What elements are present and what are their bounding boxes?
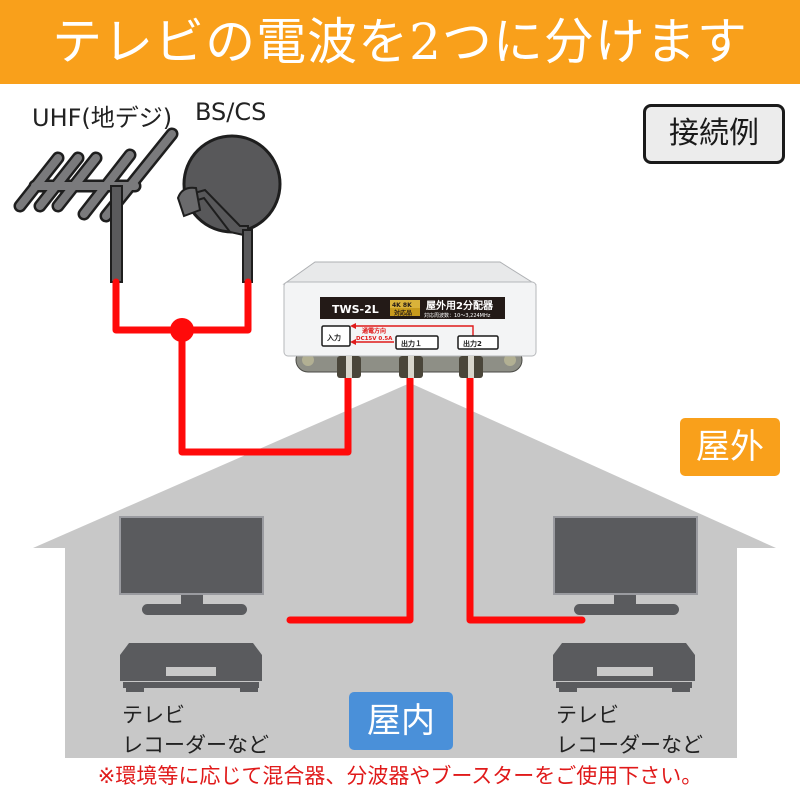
tv-right-icon: [553, 516, 698, 615]
title-banner: テレビの電波を2つに分けます: [0, 0, 800, 84]
banner-title: テレビの電波を2つに分けます: [52, 13, 748, 71]
device-label-left-line1: テレビ: [122, 703, 185, 727]
splitter-output1-label: 出力１: [401, 339, 422, 348]
splitter-input-label: 入力: [326, 333, 341, 342]
tv-left-icon: [119, 516, 264, 615]
usage-notice: ※環境等に応じて混合器、分波器やブースターをご使用下さい。: [97, 764, 703, 788]
splitter-compatible-badge: 対応品: [393, 309, 412, 317]
connection-example-label: 接続例: [643, 104, 785, 164]
uhf-antenna-icon: [13, 127, 179, 283]
uhf-label: UHF(地デジ): [32, 104, 173, 132]
cable-junction: [170, 318, 194, 342]
recorder-right-icon: [553, 643, 695, 692]
splitter-power-spec: DC15V 0.5A: [356, 336, 393, 342]
device-label-right-line2: レコーダーなど: [556, 733, 703, 757]
splitter-output2-label: 出力2: [463, 339, 482, 348]
splitter-product-name: 屋外用2分配器: [426, 299, 494, 312]
bs-cs-label: BS/CS: [195, 98, 267, 126]
indoor-badge: 屋内: [349, 692, 453, 750]
bs-cs-dish-icon: [176, 134, 282, 283]
splitter-power-direction: 通電方向: [362, 327, 386, 335]
device-label-left-line2: レコーダーなど: [122, 733, 269, 757]
device-label-right: テレビ レコーダーなど: [556, 700, 703, 760]
splitter-frequency: 対応周波数：10～3,224MHz: [424, 312, 491, 319]
outdoor-badge: 屋外: [680, 418, 780, 476]
splitter-4k8k-badge: 4K 8K: [392, 302, 412, 309]
splitter-model: TWS-2L: [332, 303, 379, 316]
device-label-right-line1: テレビ: [556, 703, 619, 727]
device-label-left: テレビ レコーダーなど: [122, 700, 269, 760]
splitter-device: TWS-2L 4K 8K 対応品 屋外用2分配器 対応周波数：10～3,224M…: [282, 261, 537, 378]
recorder-left-icon: [120, 643, 262, 692]
